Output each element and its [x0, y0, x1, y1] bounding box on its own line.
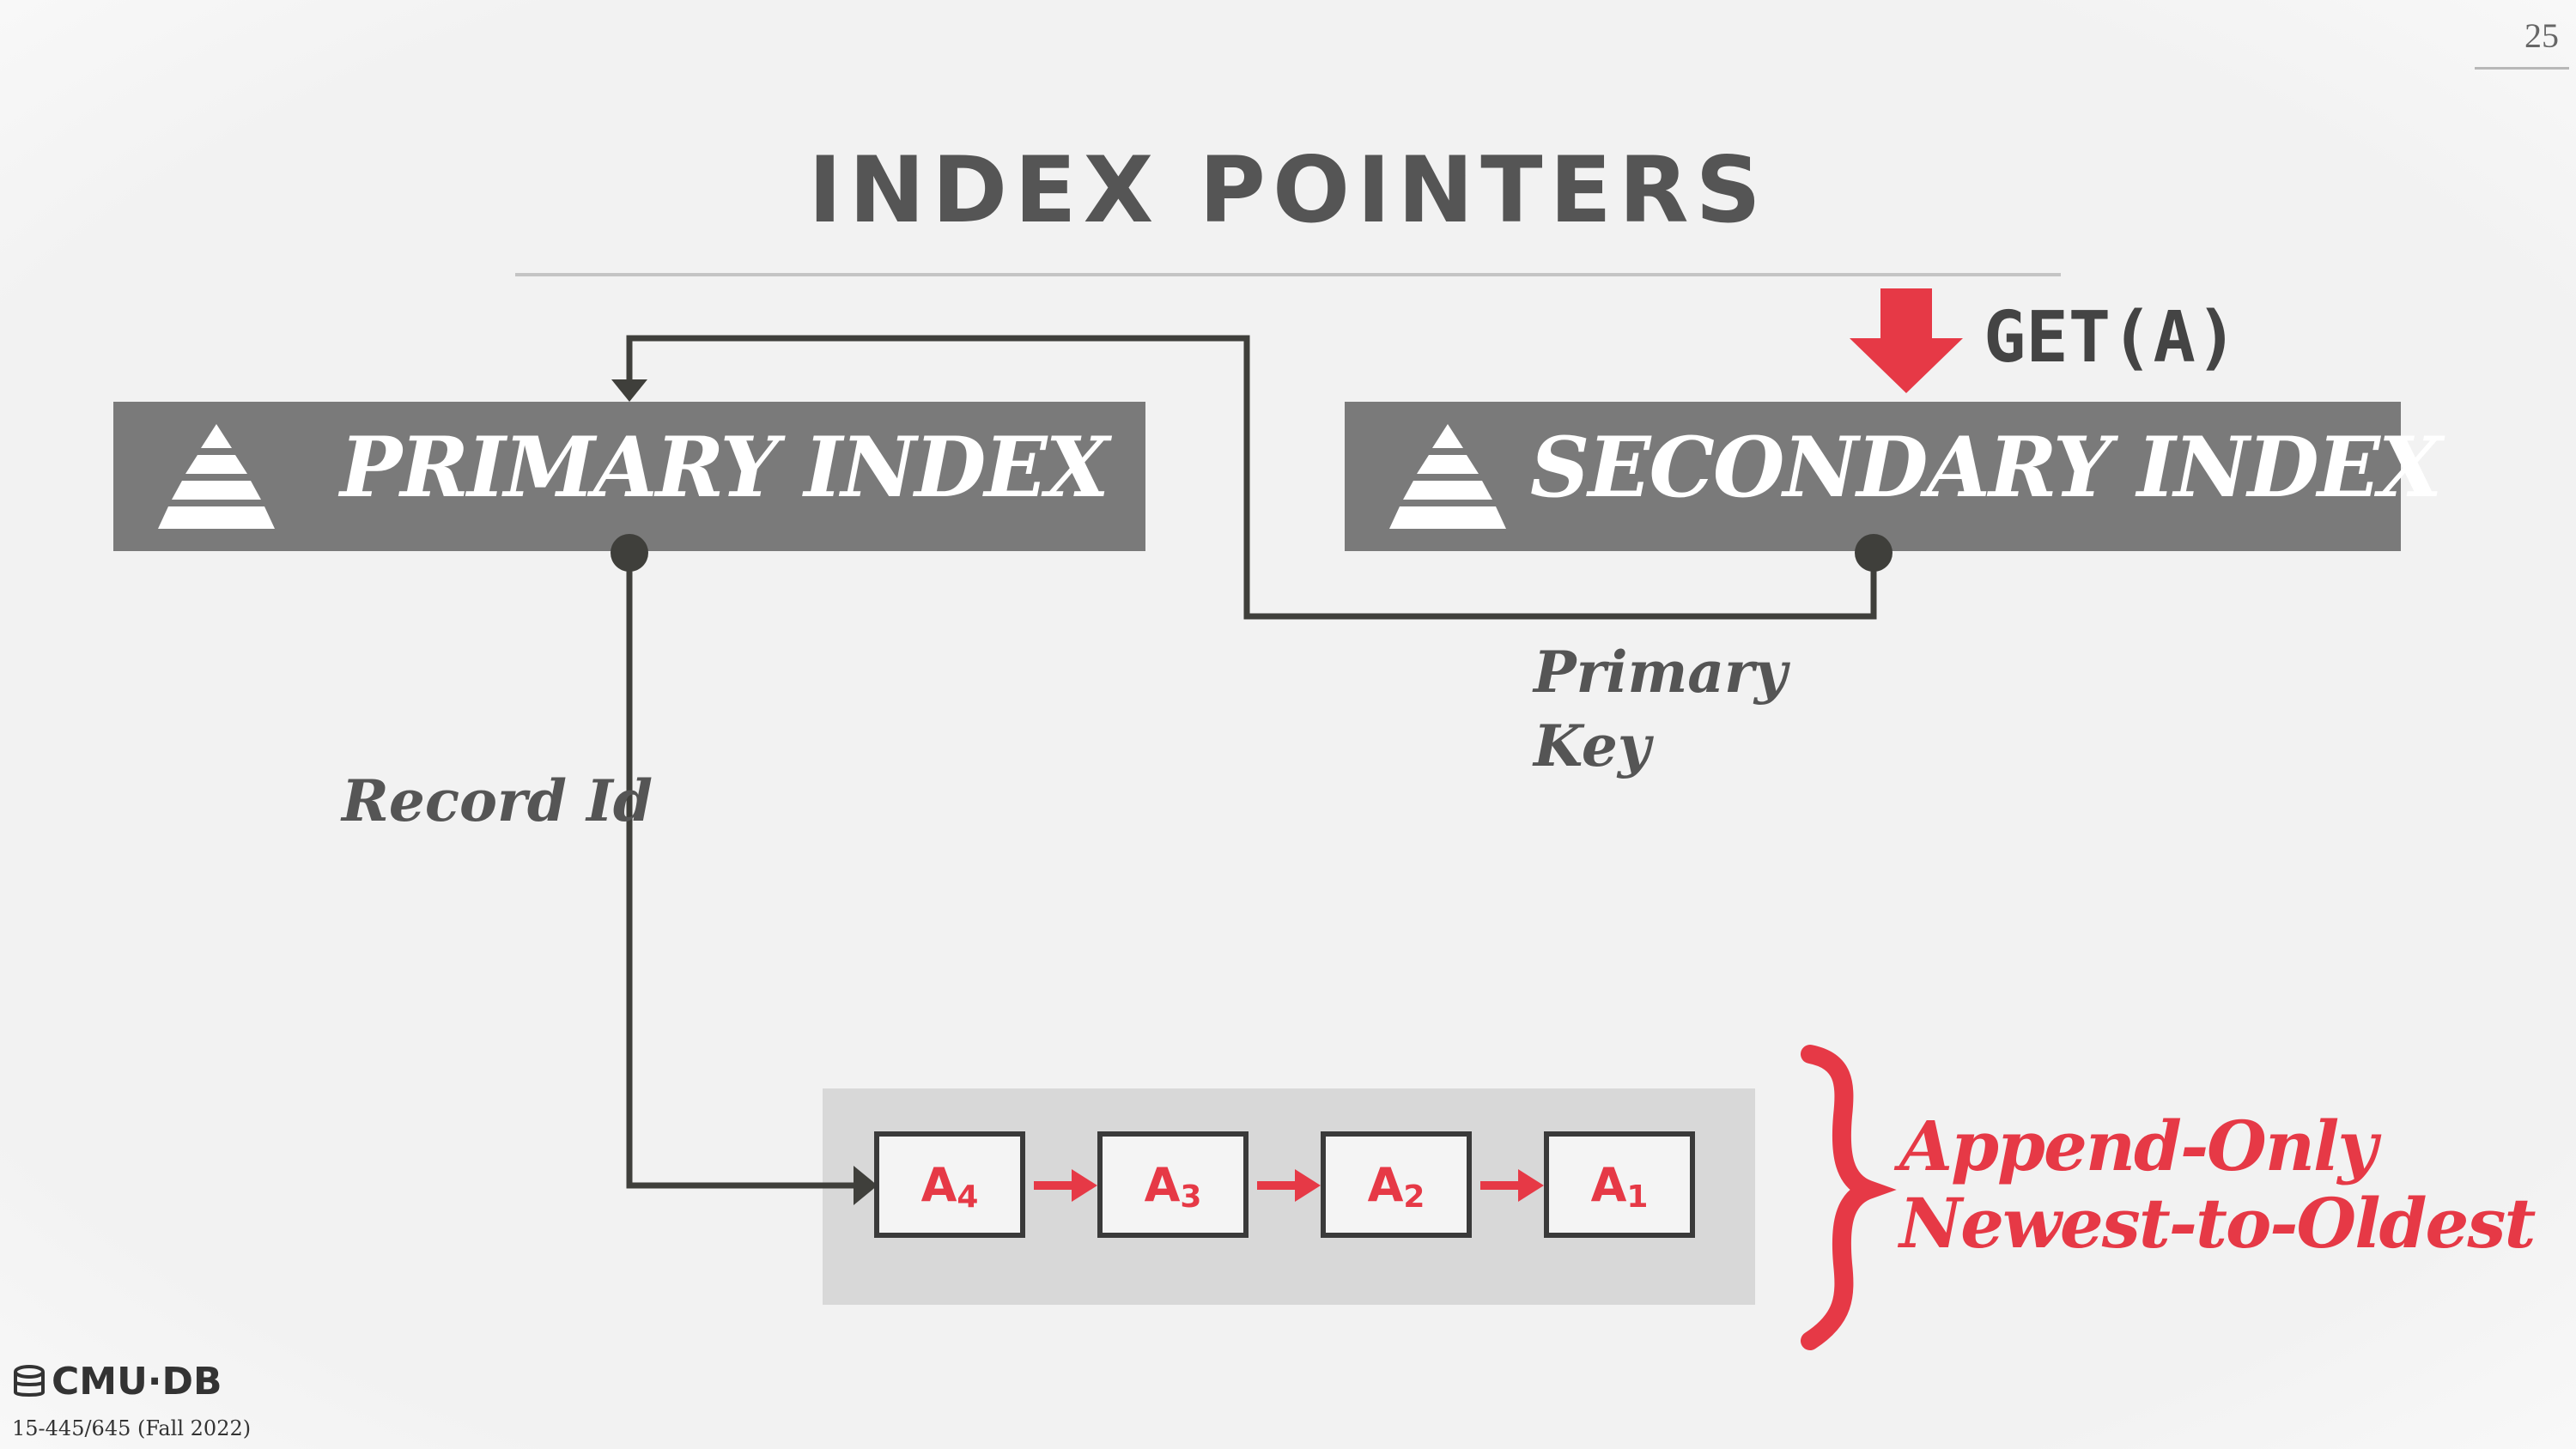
- down-arrow-icon: [1850, 288, 1963, 393]
- annotation-line1: Append-Only: [1899, 1106, 2378, 1186]
- database-icon: [14, 1364, 45, 1397]
- version-subscript: 2: [1403, 1179, 1425, 1215]
- version-chain-arrows: [1034, 1169, 1544, 1202]
- primary-index-label: PRIMARY INDEX: [340, 419, 1109, 516]
- secondary-index-box: SECONDARY INDEX: [1345, 402, 2442, 551]
- record-id-label: Record Id: [342, 767, 653, 834]
- version-subscript: 1: [1626, 1179, 1649, 1215]
- slide-title: INDEX POINTERS: [808, 137, 1768, 243]
- curly-brace-icon: [1801, 1045, 1897, 1350]
- secondary-index-pointer-dot: [1855, 534, 1893, 572]
- get-query-label: GET(A): [1984, 297, 2239, 379]
- version-subscript: 4: [957, 1179, 979, 1215]
- page-number-rule: [2475, 67, 2569, 70]
- primary-key-arrowhead: [611, 379, 647, 402]
- chain-annotation: Append-Only Newest-to-Oldest: [1899, 1106, 2536, 1264]
- pyramid-icon: [1389, 424, 1506, 529]
- version-base: A: [1144, 1157, 1181, 1212]
- primary-index-box: PRIMARY INDEX: [113, 402, 1145, 551]
- version-base: A: [920, 1157, 957, 1212]
- secondary-index-label: SECONDARY INDEX: [1530, 419, 2442, 516]
- primary-index-pointer-dot: [611, 534, 648, 572]
- annotation-line2: Newest-to-Oldest: [1899, 1183, 2536, 1264]
- primary-key-label: Primary Key: [1534, 635, 1787, 783]
- pyramid-icon: [158, 424, 275, 529]
- primary-key-label-line1: Primary: [1534, 639, 1788, 706]
- course-label: 15-445/645 (Fall 2022): [12, 1416, 252, 1440]
- record-id-arrowhead: [854, 1166, 878, 1205]
- version-base: A: [1367, 1157, 1404, 1212]
- primary-key-label-line2: Key: [1534, 712, 1651, 779]
- brand-logo: CMU·DB: [12, 1360, 222, 1404]
- brand-text: CMU·DB: [52, 1360, 222, 1404]
- version-subscript: 3: [1180, 1179, 1202, 1215]
- primary-key-pointer: [626, 335, 1877, 620]
- record-id-pointer: [626, 553, 859, 1189]
- title-rule: [515, 273, 2061, 276]
- version-base: A: [1590, 1157, 1627, 1212]
- page-number: 25: [2524, 16, 2559, 55]
